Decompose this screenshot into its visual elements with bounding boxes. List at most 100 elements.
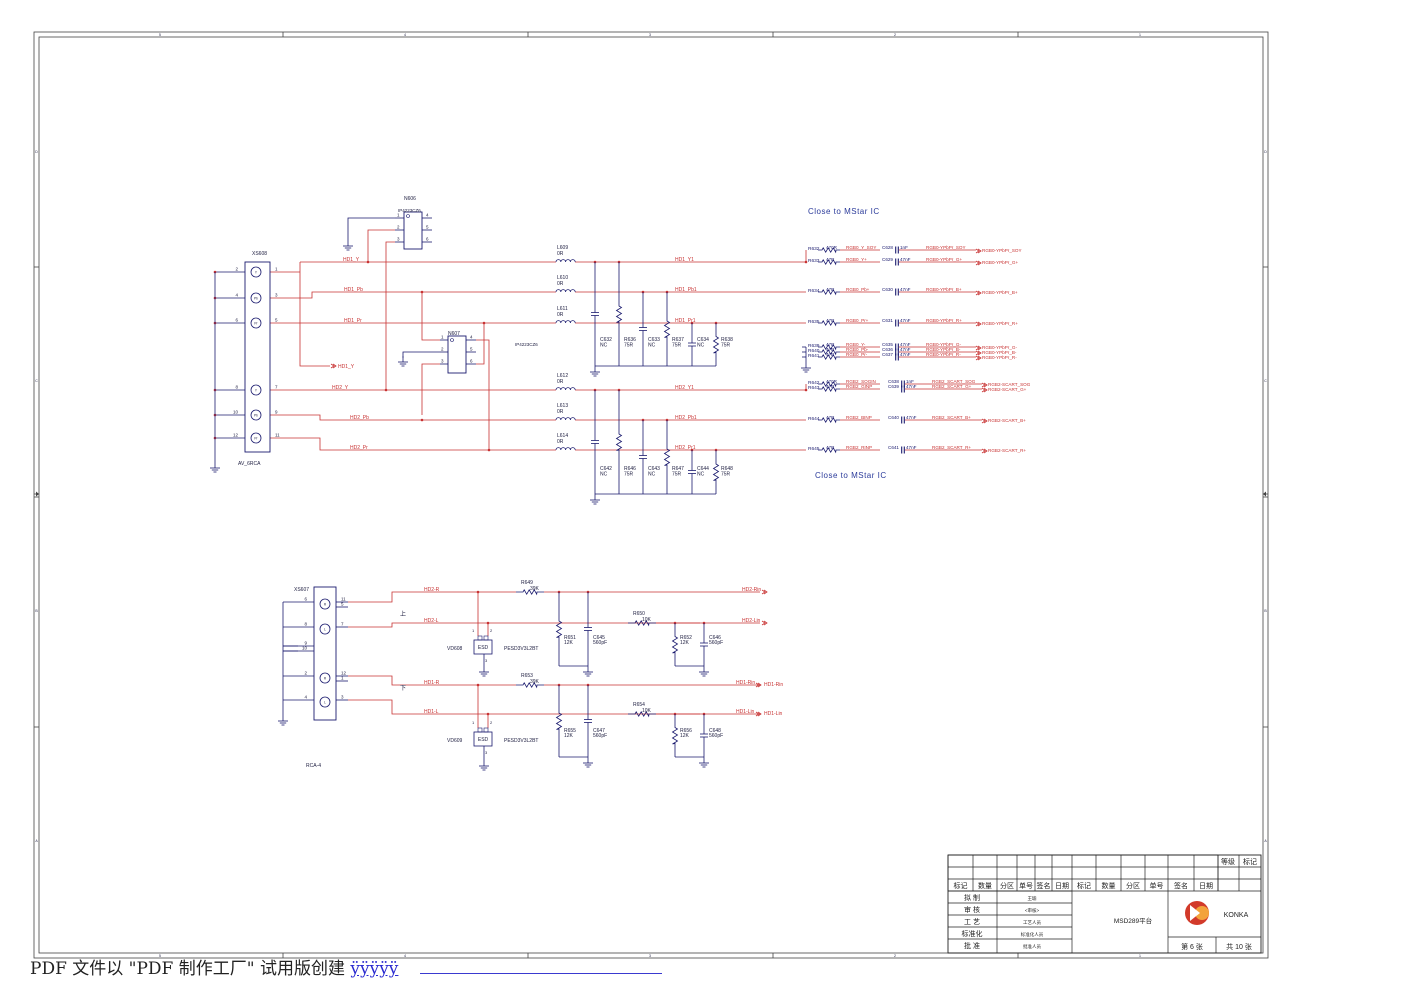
port-label: RGB2-SCART_R+: [988, 448, 1026, 453]
part-value: NC: [697, 472, 705, 478]
esd-ref: VD608: [447, 646, 463, 652]
pin-number: 10: [302, 646, 308, 651]
resistor-R635: [818, 319, 840, 327]
port-label: RGB2-SCART_B+: [988, 418, 1026, 423]
part-ref: R647: [672, 466, 684, 472]
port-arrow: [975, 260, 982, 266]
resistor-ref: R634: [808, 288, 820, 294]
capacitor-value: 47nF: [906, 415, 917, 420]
resistor-R642: [818, 380, 840, 388]
pin-number: 6: [304, 597, 307, 602]
capacitor-C646: [700, 623, 708, 666]
resistor-value: 47R: [826, 445, 835, 450]
capacitor-C648: [700, 714, 708, 757]
border-zone-left: C: [35, 379, 38, 383]
inductor-L609: [555, 259, 576, 263]
port-arrow: [981, 448, 988, 454]
part-ref: C634: [697, 337, 709, 343]
net-label: RGB0_Pb-: [846, 347, 869, 352]
inductor-L610: [555, 289, 576, 293]
part-value: NC: [648, 343, 656, 349]
jack-label: Pb: [254, 414, 258, 418]
port-arrow: [975, 355, 982, 361]
resistor-value: 10K: [642, 617, 652, 623]
rca-jack-3: [250, 384, 262, 396]
resistor-ref: R643: [808, 385, 820, 391]
pin-number: 6: [235, 318, 238, 323]
tb-person: 批准人员: [1023, 943, 1041, 950]
net-label: RGB0-YPbPr_G-: [926, 342, 961, 347]
pin-number: 3: [485, 750, 488, 755]
net-hd1-r: HD1-R: [424, 680, 440, 686]
footer-text: PDF 文件以 "PDF 制作工厂" 试用版创建: [30, 959, 351, 979]
capacitor-ref: C639: [888, 384, 899, 389]
pin-number: 3: [485, 658, 488, 663]
footer-link[interactable]: ÿÿÿÿÿ: [350, 959, 399, 979]
part-value: 75R: [672, 472, 682, 478]
part-value: NC: [600, 472, 608, 478]
tb-role: 工 艺: [964, 918, 980, 926]
part-value: 12K: [564, 733, 574, 739]
capacitor-ref: C640: [888, 415, 899, 420]
net-label: RGB2_RINP: [846, 445, 872, 450]
resistor-R643: [818, 385, 840, 393]
n606-ref: N606: [404, 196, 416, 202]
net-hd1-pb: HD1_Pb: [344, 287, 363, 293]
resistor-ref: R642: [808, 380, 820, 386]
sheet-border-outer: [33, 31, 1269, 959]
capacitor-C645: [584, 592, 592, 666]
resistor-R646: [615, 390, 623, 494]
resistor-value: 47R: [826, 347, 835, 352]
n606-body: [403, 211, 423, 250]
net-hd1-pr: HD1_Pr: [344, 318, 362, 324]
esd-body-label: ESD: [478, 737, 489, 743]
tb-header-cell: 日期: [1055, 882, 1069, 890]
resistor-value: 39K: [530, 679, 540, 685]
capacitor-ref: C628: [882, 245, 893, 250]
resistor-value: 47R: [826, 384, 835, 389]
resistor-ref: R653: [521, 673, 533, 679]
xs608-body: [244, 261, 271, 453]
net-label: RGB0_Y-: [846, 342, 866, 347]
part-value: 12K: [564, 640, 574, 646]
capacitor-C628: [895, 246, 899, 254]
tb-header-cell: 数量: [978, 881, 992, 890]
resistor-R649: [516, 588, 544, 596]
capacitor-value: 47nF: [900, 318, 911, 323]
part-value: 560pF: [593, 640, 607, 646]
pin-number: 5: [470, 347, 473, 352]
net-hd1-l: HD1-L: [424, 709, 439, 715]
border-zone-bottom: 4: [404, 954, 406, 958]
part-ref: R648: [721, 466, 733, 472]
pin-number: 1: [472, 628, 475, 633]
pin-number: 9: [275, 410, 278, 415]
resistor-R645: [818, 446, 840, 454]
border-zone-right: A: [1264, 839, 1267, 843]
pin-number: 12: [233, 433, 239, 438]
upper-shunt-ground: [590, 366, 600, 377]
n607-ref: N607: [448, 331, 460, 337]
n606-ground: [343, 240, 353, 251]
tb-header-cell: 数量: [1102, 881, 1116, 890]
net-label: RGB0-YPbPr_R+: [926, 318, 962, 323]
resistor-value: 47R: [826, 257, 835, 262]
capacitor-value: 47nF: [906, 384, 917, 389]
pin-number: 2: [397, 225, 400, 230]
footer-underline: [420, 973, 662, 974]
resistor-R644: [818, 416, 840, 424]
resistor-R637: [663, 292, 671, 366]
capacitor-value: 1nF: [900, 245, 908, 250]
border-zone-bottom: 5: [159, 954, 161, 958]
part-ref: C646: [709, 635, 721, 641]
pin-number: 3: [275, 293, 278, 298]
part-value: 75R: [624, 343, 634, 349]
junction-dot: [366, 260, 370, 264]
net-hd1-pb1: HD1_Pb1: [675, 287, 697, 293]
net-hd2-rin: HD2-Rin: [742, 587, 761, 593]
resistor-R641: [818, 353, 840, 361]
resistor-ref: R635: [808, 319, 820, 325]
